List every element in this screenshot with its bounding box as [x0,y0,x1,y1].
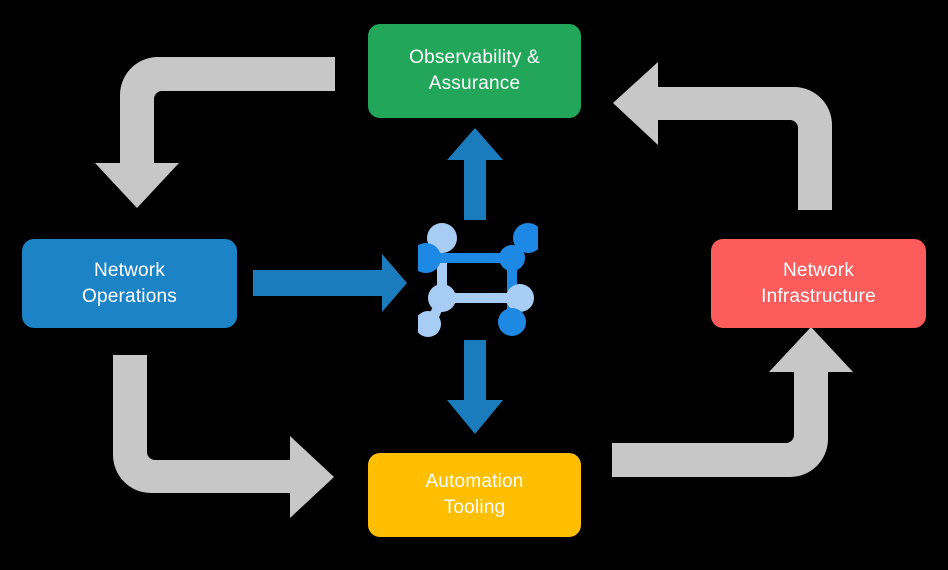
network-node [428,284,456,312]
node-network-operations[interactable]: Network Operations [22,239,237,328]
node-label: Network Infrastructure [761,259,876,307]
arrow-center-to-automation [447,340,503,434]
arrow-operations-to-automation [113,355,334,518]
network-node [498,308,526,336]
arrow-automation-to-infrastructure [612,327,853,477]
network-node [506,284,534,312]
network-node [513,223,538,253]
node-label: Observability & Assurance [409,47,540,94]
network-topology-icon [418,223,538,337]
network-nodes-secondary [418,223,534,337]
network-node [499,245,525,271]
node-network-infrastructure[interactable]: Network Infrastructure [711,239,926,328]
arrow-observability-to-operations [95,57,335,208]
arrow-center-to-observability [447,128,503,220]
network-node [418,243,441,273]
network-node [418,311,441,337]
node-automation-tooling[interactable]: Automation Tooling [368,453,581,537]
node-label: Network Operations [82,259,177,307]
network-node [427,223,457,253]
node-observability-assurance[interactable]: Observability & Assurance [368,24,581,118]
network-nodes-primary [418,223,538,336]
arrow-infrastructure-to-observability [613,62,832,210]
node-label: Automation Tooling [425,471,524,518]
arrow-operations-to-center [253,254,407,312]
